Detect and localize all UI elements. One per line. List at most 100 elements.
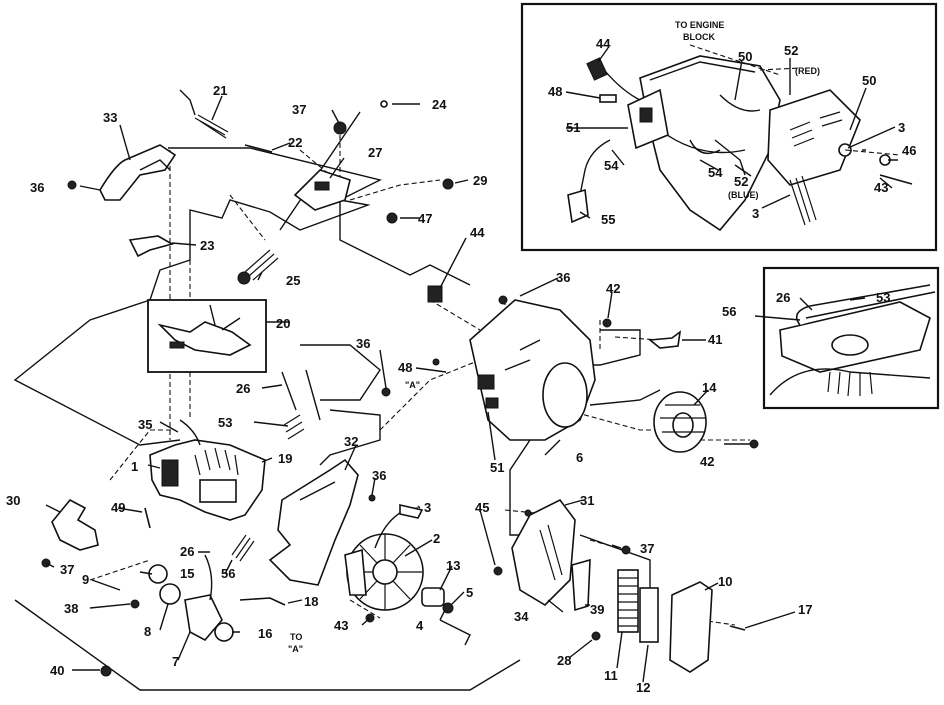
clip-41 — [647, 330, 682, 349]
callout-6: 6 — [576, 450, 583, 465]
callout-51: 51 — [490, 460, 504, 475]
red-wire-note: (RED) — [795, 66, 820, 76]
cover-32 — [268, 458, 359, 586]
callout-11: 11 — [604, 668, 618, 683]
callout-3: 3 — [424, 500, 431, 515]
callout-21: 21 — [213, 83, 227, 98]
bracket-39 — [571, 558, 591, 612]
callout-37-top: 37 — [292, 102, 306, 117]
clip-23 — [128, 235, 175, 258]
callout-12: 12 — [636, 680, 650, 695]
callout-16: 16 — [258, 626, 272, 641]
callout-46: 46 — [902, 143, 916, 158]
callout-44: 44 — [470, 225, 485, 240]
callout-8: 8 — [144, 624, 151, 639]
callout-50-left: 50 — [738, 49, 752, 64]
callout-26: 26 — [236, 381, 250, 396]
screw-47 — [386, 212, 398, 224]
block-label: BLOCK — [683, 32, 715, 42]
parts-layer — [41, 89, 796, 683]
bracket-33 — [99, 144, 177, 201]
callout-44-inset: 44 — [596, 36, 611, 51]
callout-53: 53 — [218, 415, 232, 430]
callout-7: 7 — [172, 654, 179, 669]
callout-36-mid: 36 — [356, 336, 370, 351]
valve-7 — [184, 594, 223, 642]
link-18 — [239, 597, 286, 606]
callout-45: 45 — [475, 500, 489, 515]
spring-21 — [194, 114, 229, 139]
filter-11 — [617, 569, 639, 633]
callout-19: 19 — [278, 451, 292, 466]
callout-13: 13 — [446, 558, 460, 573]
callout-5: 5 — [466, 585, 473, 600]
screw-40 — [100, 665, 112, 677]
callout-1: 1 — [131, 459, 138, 474]
callout-25: 25 — [286, 273, 300, 288]
callout-35: 35 — [138, 417, 152, 432]
callout-54-right: 54 — [708, 165, 723, 180]
callout-26-lower: 26 — [180, 544, 194, 559]
connector-44 — [427, 285, 443, 303]
callout-26-detail: 26 — [776, 290, 790, 305]
callout-34: 34 — [514, 609, 529, 624]
callout-31: 31 — [580, 493, 594, 508]
inset-ignition-panel: TO ENGINE BLOCK — [520, 2, 938, 252]
callout-9: 9 — [82, 572, 89, 587]
inset-housing — [639, 55, 781, 232]
inset-screw-48 — [599, 94, 617, 103]
to-a-label: TO — [290, 632, 302, 642]
inset-plate — [767, 89, 861, 186]
callout-24: 24 — [432, 97, 447, 112]
to-a-marker: "A" — [288, 644, 303, 654]
callout-36-lower: 36 — [372, 468, 386, 483]
screw-49 — [144, 507, 151, 529]
callout-23: 23 — [200, 238, 214, 253]
callout-52-blue: 52 — [734, 174, 748, 189]
screw-38 — [130, 599, 140, 609]
callout-42-bottom: 42 — [700, 454, 714, 469]
callout-2: 2 — [433, 531, 440, 546]
callout-52-red: 52 — [784, 43, 798, 58]
callout-53-detail: 53 — [876, 290, 890, 305]
callout-39: 39 — [590, 602, 604, 617]
callout-43: 43 — [334, 618, 348, 633]
callout-22: 22 — [288, 135, 302, 150]
screw-42 — [749, 439, 759, 449]
callout-48: 48 — [398, 360, 412, 375]
callout-56: 56 — [221, 566, 235, 581]
inset-connector-44 — [586, 57, 608, 81]
callout-labels: 1 2 3 4 5 6 7 8 9 10 11 12 13 14 15 16 1… — [6, 36, 916, 695]
callout-54-left: 54 — [604, 158, 619, 173]
callout-55: 55 — [601, 212, 615, 227]
bracket-30 — [51, 498, 99, 551]
callout-36-left: 36 — [30, 180, 44, 195]
callout-40: 40 — [50, 663, 64, 678]
callout-37-right: 37 — [640, 541, 654, 556]
callout-56-detail: 56 — [722, 304, 736, 319]
callout-4: 4 — [416, 618, 424, 633]
a-marker: "A" — [405, 380, 420, 390]
callout-50-right: 50 — [862, 73, 876, 88]
callout-33: 33 — [103, 110, 117, 125]
to-engine-label: TO ENGINE — [675, 20, 724, 30]
callout-3-inset-bottom: 3 — [752, 206, 759, 221]
spring-25 — [244, 249, 279, 281]
callout-14: 14 — [702, 380, 717, 395]
link-21 — [179, 89, 196, 116]
callout-48-inset: 48 — [548, 84, 562, 99]
callout-37-left: 37 — [60, 562, 74, 577]
callout-27: 27 — [368, 145, 382, 160]
spring-56 — [231, 534, 255, 562]
callout-17: 17 — [798, 602, 812, 617]
callout-41: 41 — [708, 332, 722, 347]
callout-30: 30 — [6, 493, 20, 508]
callout-10: 10 — [718, 574, 732, 589]
screw-28 — [591, 631, 601, 641]
callout-29: 29 — [473, 173, 487, 188]
blower-housing-6 — [469, 299, 596, 441]
screw-29 — [442, 178, 454, 190]
callout-51-inset: 51 — [566, 120, 580, 135]
